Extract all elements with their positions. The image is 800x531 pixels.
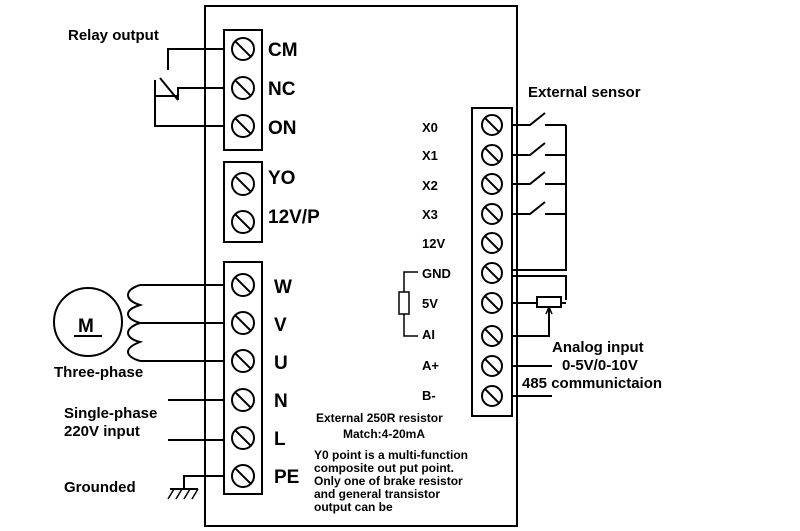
relay-output-label: Relay output: [68, 27, 159, 44]
y0-note-line-3: Only one of brake resistor: [314, 474, 463, 488]
terminal-screw-left-10: [231, 426, 255, 450]
potentiometer-wiring: [512, 296, 566, 337]
terminal-label-x1: X1: [422, 148, 438, 163]
terminal-screw-left-5: [231, 210, 255, 234]
terminal-screw-right-3: [481, 173, 503, 195]
potentiometer-icon: [536, 296, 562, 308]
terminal-label-pe: PE: [274, 467, 299, 488]
terminal-screw-left-1: [231, 37, 255, 61]
device-enclosure: [204, 5, 518, 527]
terminal-label-n: N: [274, 391, 288, 412]
terminal-screw-left-8: [231, 349, 255, 373]
power-terminal-block: [223, 261, 263, 495]
terminal-screw-left-11: [231, 464, 255, 488]
terminal-screw-right-6: [481, 262, 503, 284]
single-phase-label-2: 220V input: [64, 423, 140, 440]
output-terminal-block: [223, 161, 263, 243]
resistor-note-2: Match:4-20mA: [343, 427, 425, 441]
terminal-label-ai: AI: [422, 327, 435, 342]
terminal-label-12v: 12V: [422, 236, 445, 251]
terminal-label-l: L: [274, 429, 286, 450]
motor-icon: [53, 287, 123, 357]
terminal-label-x2: X2: [422, 178, 438, 193]
analog-input-label-2: 0-5V/0-10V: [562, 357, 638, 374]
terminal-label-b-minus: B-: [422, 388, 436, 403]
terminal-label-nc: NC: [268, 79, 296, 100]
terminal-label-cm: CM: [268, 40, 298, 61]
ground-wiring: [167, 475, 224, 500]
motor-label: M: [78, 316, 94, 337]
terminal-label-yo: YO: [268, 168, 295, 189]
relay-terminal-block: [223, 29, 263, 151]
internal-resistor: [398, 271, 418, 337]
rs485-wiring: [512, 365, 552, 397]
sensor-terminal-block: [471, 107, 513, 417]
terminal-label-on: ON: [268, 118, 297, 139]
y0-note-line-1: Y0 point is a multi-function: [314, 448, 468, 462]
terminal-label-12vp: 12V/P: [268, 207, 320, 228]
terminal-screw-right-4: [481, 203, 503, 225]
y0-note-line-5: output can be: [314, 500, 393, 514]
terminal-label-5v: 5V: [422, 296, 438, 311]
terminal-screw-left-6: [231, 273, 255, 297]
terminal-label-gnd: GND: [422, 266, 451, 281]
terminal-label-x0: X0: [422, 120, 438, 135]
terminal-label-x3: X3: [422, 207, 438, 222]
terminal-label-u: U: [274, 353, 288, 374]
y0-note-line-2: composite out put point.: [314, 461, 454, 475]
motor-wiring: [53, 284, 224, 362]
terminal-screw-right-9: [481, 355, 503, 377]
relay-output-wiring: [154, 48, 224, 127]
terminal-screw-left-2: [231, 76, 255, 100]
analog-input-label-1: Analog input: [552, 339, 644, 356]
terminal-screw-right-7: [481, 292, 503, 314]
y0-note-line-4: and general transistor: [314, 487, 440, 501]
external-sensor-wiring: [512, 112, 567, 300]
terminal-screw-left-3: [231, 114, 255, 138]
terminal-screw-right-5: [481, 232, 503, 254]
single-phase-wiring: [168, 399, 224, 441]
terminal-screw-right-10: [481, 385, 503, 407]
terminal-screw-left-9: [231, 388, 255, 412]
rs485-label: 485 communictaion: [522, 375, 662, 392]
single-phase-label-1: Single-phase: [64, 405, 157, 422]
terminal-label-a-plus: A+: [422, 358, 439, 373]
terminal-screw-left-4: [231, 172, 255, 196]
terminal-screw-right-8: [481, 325, 503, 347]
terminal-label-w: W: [274, 277, 292, 298]
resistor-note-1: External 250R resistor: [316, 411, 443, 425]
terminal-screw-left-7: [231, 311, 255, 335]
three-phase-label: Three-phase: [54, 364, 143, 381]
terminal-screw-right-1: [481, 114, 503, 136]
terminal-label-v: V: [274, 315, 287, 336]
terminal-screw-right-2: [481, 144, 503, 166]
external-sensor-label: External sensor: [528, 84, 641, 101]
grounded-label: Grounded: [64, 479, 136, 496]
